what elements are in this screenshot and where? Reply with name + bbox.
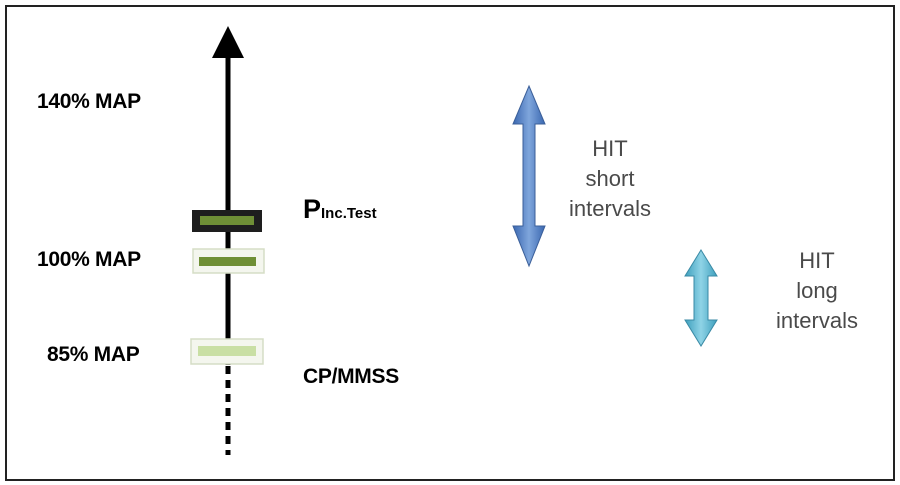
label-p-subscript: Inc.Test <box>321 205 377 222</box>
hit-short-line1: HIT <box>592 136 628 161</box>
hit-long-line3: intervals <box>776 308 858 333</box>
label-100-map: 100% MAP <box>37 248 141 271</box>
diagram-frame <box>5 5 895 481</box>
map85-marker-fill <box>198 346 256 356</box>
hit-long-line2: long <box>796 278 838 303</box>
label-p-main: P <box>303 194 322 224</box>
label-85-map: 85% MAP <box>47 343 140 366</box>
map100-marker-fill <box>199 257 256 266</box>
label-p-inc-test: PInc.Test <box>303 194 377 225</box>
label-cp-mmss: CP/MMSS <box>303 365 399 388</box>
hit-short-double-arrow <box>512 84 546 268</box>
label-hit-long: HIT long intervals <box>757 246 877 336</box>
hit-short-line3: intervals <box>569 196 651 221</box>
hit-long-line1: HIT <box>799 248 835 273</box>
label-hit-short: HIT short intervals <box>555 134 665 224</box>
label-140-map: 140% MAP <box>37 90 141 113</box>
pinc-test-marker-fill <box>200 216 254 225</box>
hit-long-double-arrow <box>684 249 718 347</box>
axis-arrowhead <box>212 26 244 58</box>
hit-short-line2: short <box>585 166 635 191</box>
